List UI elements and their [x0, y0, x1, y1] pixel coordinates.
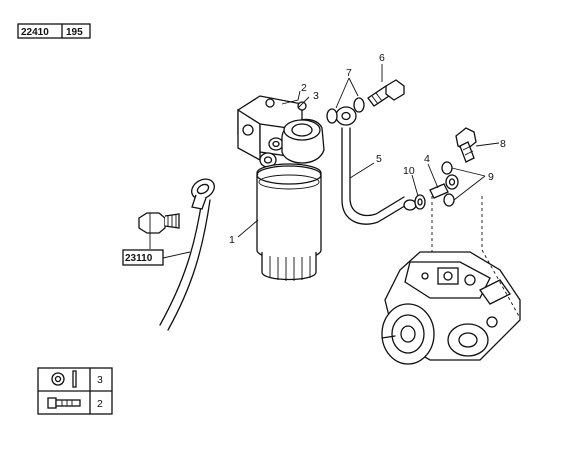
callout-labels: 1 2 3 4 5 6 7 8 9 10	[229, 52, 506, 246]
legend-row1-qty: 3	[97, 374, 103, 386]
figure-ref-right: 195	[66, 27, 83, 38]
washer-icon	[51, 372, 65, 386]
callout-5: 5	[376, 153, 382, 165]
parts-legend-table: 3 2	[37, 367, 113, 415]
filter-cartridge	[256, 163, 322, 281]
callout-4: 4	[424, 153, 430, 165]
filter-head	[237, 95, 325, 168]
ref-23110-label: 23110	[125, 253, 153, 264]
leader-lines	[237, 64, 500, 238]
union-fitting-4	[429, 174, 459, 199]
fuel-pipe	[326, 97, 417, 225]
pin-icon	[72, 370, 77, 388]
callout-9: 9	[488, 171, 494, 183]
legend-row2-qty: 2	[97, 398, 103, 410]
callout-7: 7	[346, 67, 352, 79]
callout-10: 10	[403, 165, 415, 177]
callout-1: 1	[229, 234, 235, 246]
washers-9	[441, 161, 455, 207]
callout-2: 2	[301, 82, 307, 94]
callout-3: 3	[313, 90, 319, 102]
fuel-hose	[159, 178, 215, 331]
figure-reference-box: 22410 195	[17, 23, 91, 39]
injection-pump	[381, 196, 521, 365]
bolt-icon	[47, 397, 81, 409]
washer-10	[414, 194, 426, 210]
banjo-bolt-left	[138, 212, 180, 249]
callout-6: 6	[379, 52, 385, 64]
figure-ref-left: 22410	[21, 27, 49, 38]
callout-8: 8	[500, 138, 506, 150]
banjo-bolt-8	[455, 127, 477, 163]
reference-box-23110: 23110	[122, 249, 191, 266]
banjo-bolt-6	[367, 79, 405, 107]
